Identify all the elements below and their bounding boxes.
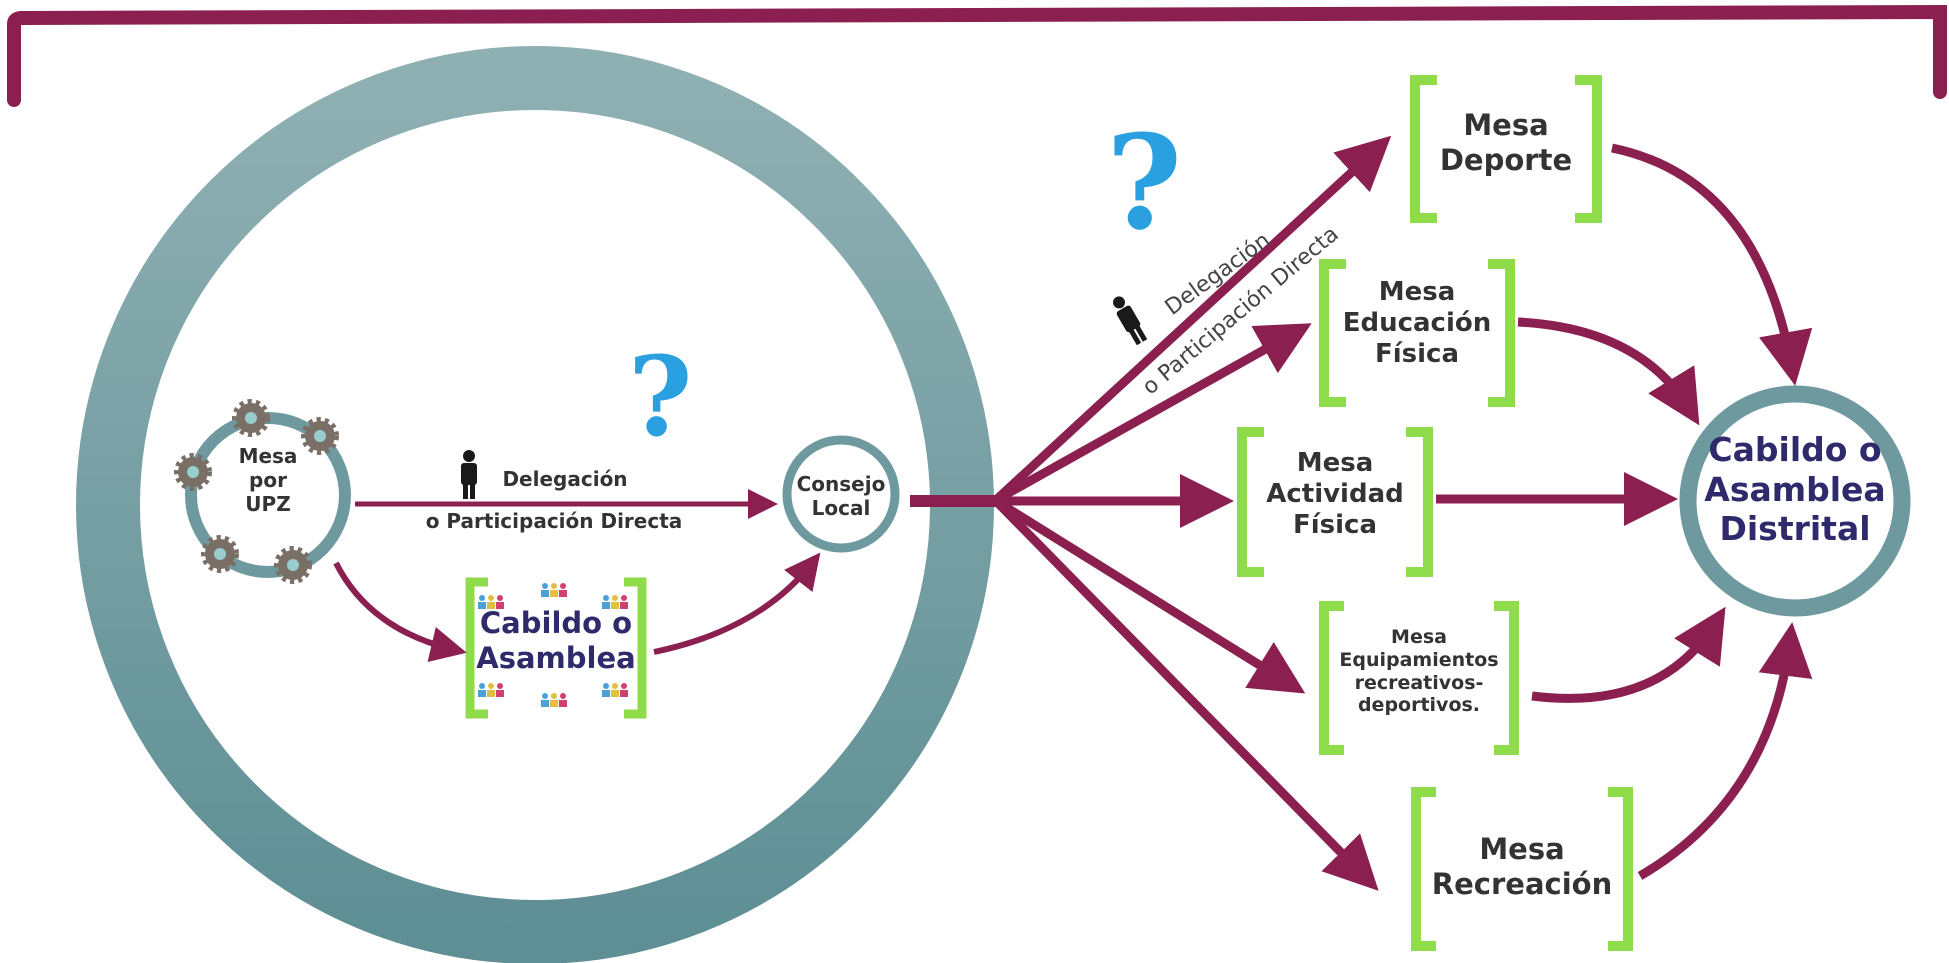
person-icon bbox=[461, 450, 477, 499]
arrow-to-equipamientos bbox=[993, 497, 1306, 694]
people-icon bbox=[602, 595, 628, 609]
cabildo-local-label: Cabildo o Asamblea bbox=[476, 606, 636, 675]
participacion-label: o Participación Directa bbox=[425, 509, 683, 533]
arrow-recreacion-distrital bbox=[1637, 622, 1813, 880]
cabildo-local-brackets bbox=[465, 577, 647, 719]
arrow-cabildo-consejo bbox=[653, 552, 821, 655]
question-mark-icon: ? bbox=[1106, 106, 1183, 259]
consejo-local-label: Consejo Local bbox=[796, 472, 886, 520]
people-icon bbox=[478, 683, 504, 697]
mesa-educacion-brackets bbox=[1319, 259, 1515, 407]
gear-icon bbox=[201, 535, 239, 573]
gear-icon bbox=[301, 417, 339, 455]
arrow-upz-cabildo bbox=[333, 561, 467, 663]
gear-icon bbox=[274, 546, 312, 584]
arrow-to-educacion bbox=[993, 323, 1312, 504]
arrow-educacion-distrital bbox=[1517, 317, 1700, 426]
people-icon bbox=[602, 683, 628, 697]
people-icon bbox=[478, 595, 504, 609]
top-frame-bracket bbox=[7, 4, 1947, 107]
mesa-actividad-label: Mesa Actividad Física bbox=[1266, 448, 1404, 541]
mesa-educacion-label: Mesa Educación Física bbox=[1342, 277, 1492, 370]
arrow-to-recreacion bbox=[992, 497, 1379, 891]
people-icon bbox=[541, 693, 567, 707]
people-icon bbox=[541, 583, 567, 597]
cabildo-distrital-label: Cabildo o Asamblea Distrital bbox=[1704, 430, 1886, 549]
mesa-equipamientos-brackets bbox=[1319, 601, 1519, 755]
mesa-upz-label: Mesa por UPZ bbox=[238, 444, 298, 516]
consejo-local-circle bbox=[782, 435, 900, 553]
mesa-recreacion-brackets bbox=[1411, 787, 1633, 951]
arrow-equipamientos-distrital bbox=[1531, 606, 1726, 703]
arrow-deporte-distrital bbox=[1611, 143, 1813, 386]
mesa-actividad-brackets bbox=[1237, 427, 1433, 577]
mesa-recreacion-label: Mesa Recreación bbox=[1431, 832, 1613, 901]
gear-icon bbox=[232, 399, 270, 437]
delegacion-label: Delegación bbox=[502, 467, 628, 491]
mesa-deporte-brackets bbox=[1410, 75, 1602, 223]
person-icon bbox=[1113, 296, 1148, 346]
question-mark-icon: ? bbox=[628, 332, 693, 461]
cabildo-distrital-circle bbox=[1679, 385, 1911, 617]
arrow-to-deporte bbox=[992, 135, 1392, 504]
gear-icon bbox=[174, 453, 212, 491]
mesa-deporte-label: Mesa Deporte bbox=[1439, 108, 1573, 177]
mesa-equipamientos-label: Mesa Equipamientos recreativos- deportiv… bbox=[1339, 626, 1499, 717]
